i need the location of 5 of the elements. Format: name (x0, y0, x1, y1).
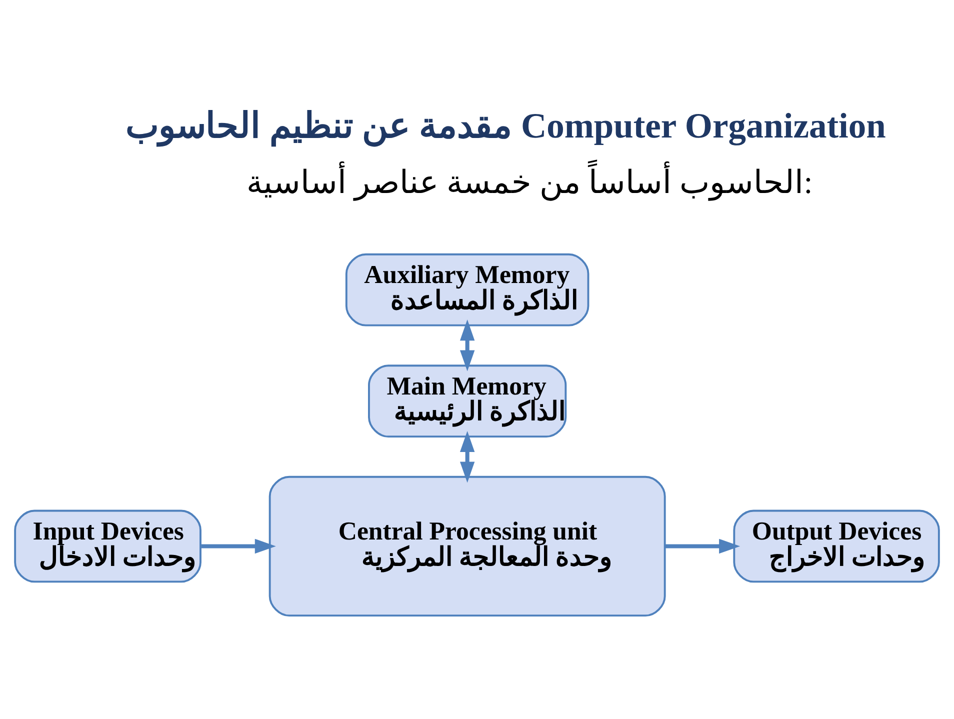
arrow (460, 319, 475, 371)
diagram-title: مقدمة عن تنظيم الحاسوب Computer Organization (126, 105, 886, 146)
arrow (460, 430, 475, 482)
arrow (664, 538, 740, 554)
arrow (201, 538, 276, 554)
